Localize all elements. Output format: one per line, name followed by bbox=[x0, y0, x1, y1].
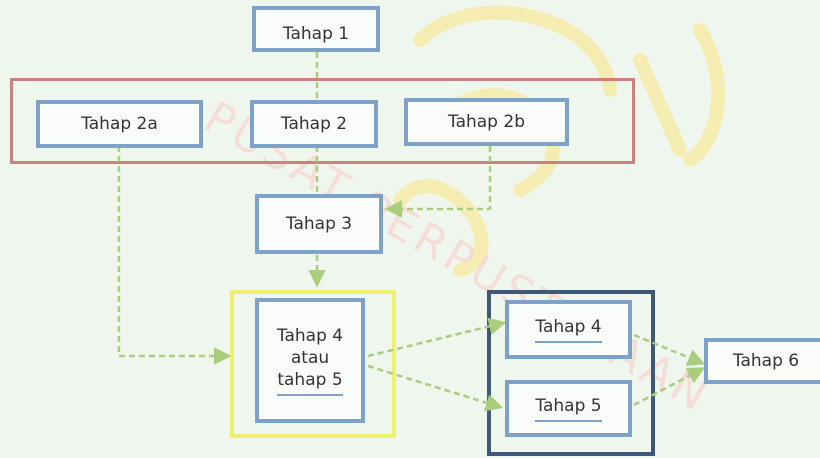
connector-tahap2b-tahap3 bbox=[384, 146, 492, 218]
stage-4-5-parallel-group-frame bbox=[487, 290, 655, 456]
node-tahap-4-atau-5-line-3: tahap 5 bbox=[277, 369, 343, 396]
node-tahap-2a: Tahap 2a bbox=[36, 100, 203, 148]
node-tahap-4: Tahap 4 bbox=[505, 300, 632, 359]
connector-tahap4-tahap6 bbox=[633, 333, 706, 366]
node-tahap-2b: Tahap 2b bbox=[404, 98, 569, 146]
connector-tahap2a-tahap45 bbox=[117, 146, 232, 365]
stage-2-group-frame bbox=[10, 78, 635, 164]
node-tahap-4-atau-5-line-1: Tahap 4 bbox=[276, 326, 344, 346]
node-tahap-2a-label: Tahap 2a bbox=[81, 114, 158, 134]
node-tahap-3-label: Tahap 3 bbox=[285, 214, 353, 234]
node-tahap-1: Tahap 1 bbox=[252, 6, 380, 52]
node-tahap-2-label: Tahap 2 bbox=[280, 114, 348, 134]
node-tahap-4-atau-5-line-2: atau bbox=[290, 348, 330, 368]
node-tahap-2b-label: Tahap 2b bbox=[448, 112, 525, 132]
node-tahap-2: Tahap 2 bbox=[250, 100, 378, 148]
node-tahap-1-label: Tahap 1 bbox=[282, 24, 350, 44]
node-tahap-6-label: Tahap 6 bbox=[732, 351, 800, 371]
node-tahap-5-label: Tahap 5 bbox=[535, 395, 602, 422]
connector-tahap5-tahap6 bbox=[633, 367, 706, 407]
connector-tahap45-tahap5 bbox=[367, 364, 504, 412]
connector-tahap45-tahap4 bbox=[367, 317, 507, 358]
node-tahap-6: Tahap 6 bbox=[704, 338, 820, 384]
stage-4-or-5-group-frame bbox=[230, 290, 396, 438]
node-tahap-3: Tahap 3 bbox=[255, 194, 383, 254]
node-tahap-5: Tahap 5 bbox=[505, 380, 632, 437]
node-tahap-4-label: Tahap 4 bbox=[535, 316, 602, 343]
node-tahap-4-atau-5: Tahap 4 atau tahap 5 bbox=[255, 298, 365, 423]
